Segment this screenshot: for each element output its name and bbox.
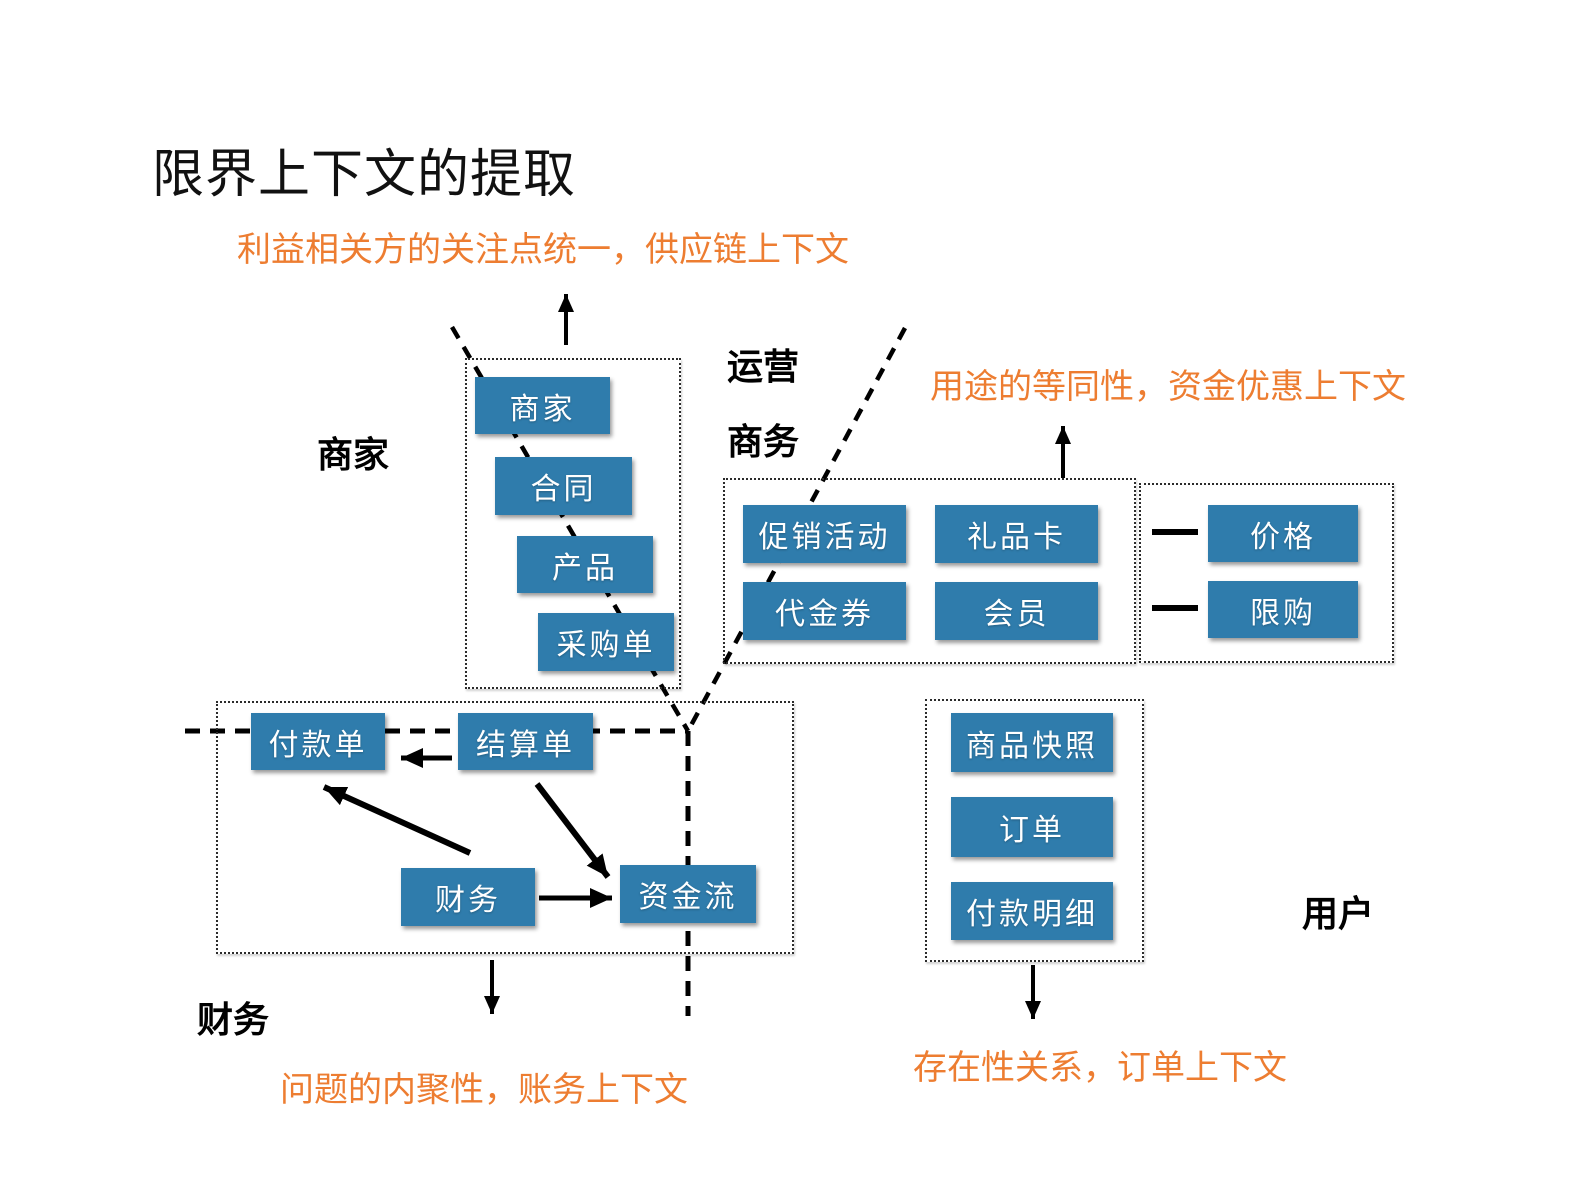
node-capital-flow: 资金流 [620, 865, 756, 923]
annotation-fund-discount-context: 用途的等同性，资金优惠上下文 [930, 368, 1406, 406]
label-merchant: 商家 [317, 434, 390, 475]
annotation-supply-chain-context: 利益相关方的关注点统一，供应链上下文 [237, 231, 849, 269]
node-purchase-limit: 限购 [1208, 581, 1358, 638]
node-voucher: 代金券 [743, 582, 906, 640]
group-promotion-box [723, 478, 1136, 664]
label-commerce: 商务 [727, 421, 800, 462]
label-finance: 财务 [197, 999, 270, 1040]
annotation-accounting-context: 问题的内聚性，账务上下文 [280, 1071, 688, 1109]
node-contract: 合同 [495, 457, 632, 515]
node-product-snapshot: 商品快照 [951, 713, 1113, 772]
node-merchant: 商家 [475, 377, 610, 434]
node-gift-card: 礼品卡 [935, 505, 1098, 563]
node-purchase-order: 采购单 [538, 613, 674, 671]
annotation-order-context: 存在性关系，订单上下文 [913, 1049, 1287, 1087]
group-user-box [925, 699, 1144, 962]
node-finance: 财务 [401, 868, 535, 926]
page-title: 限界上下文的提取 [152, 146, 577, 204]
label-operation: 运营 [727, 346, 800, 387]
node-member: 会员 [935, 582, 1098, 640]
node-payment-detail: 付款明细 [951, 882, 1113, 940]
node-payment-order: 付款单 [251, 713, 385, 770]
node-product: 产品 [517, 536, 653, 593]
group-merchant-box [465, 358, 681, 689]
arrow-settlement-to-capital-flow [534, 782, 611, 879]
node-price: 价格 [1208, 505, 1358, 562]
arrow-finance-to-payment [322, 784, 472, 856]
node-settlement-order: 结算单 [458, 713, 593, 770]
group-price-box [1139, 483, 1394, 663]
dashed-boundary-right-diagonal [686, 326, 907, 733]
node-promotion-activity: 促销活动 [743, 505, 906, 563]
group-finance-box [216, 701, 794, 954]
node-order: 订单 [951, 797, 1113, 857]
label-user: 用户 [1302, 893, 1375, 934]
